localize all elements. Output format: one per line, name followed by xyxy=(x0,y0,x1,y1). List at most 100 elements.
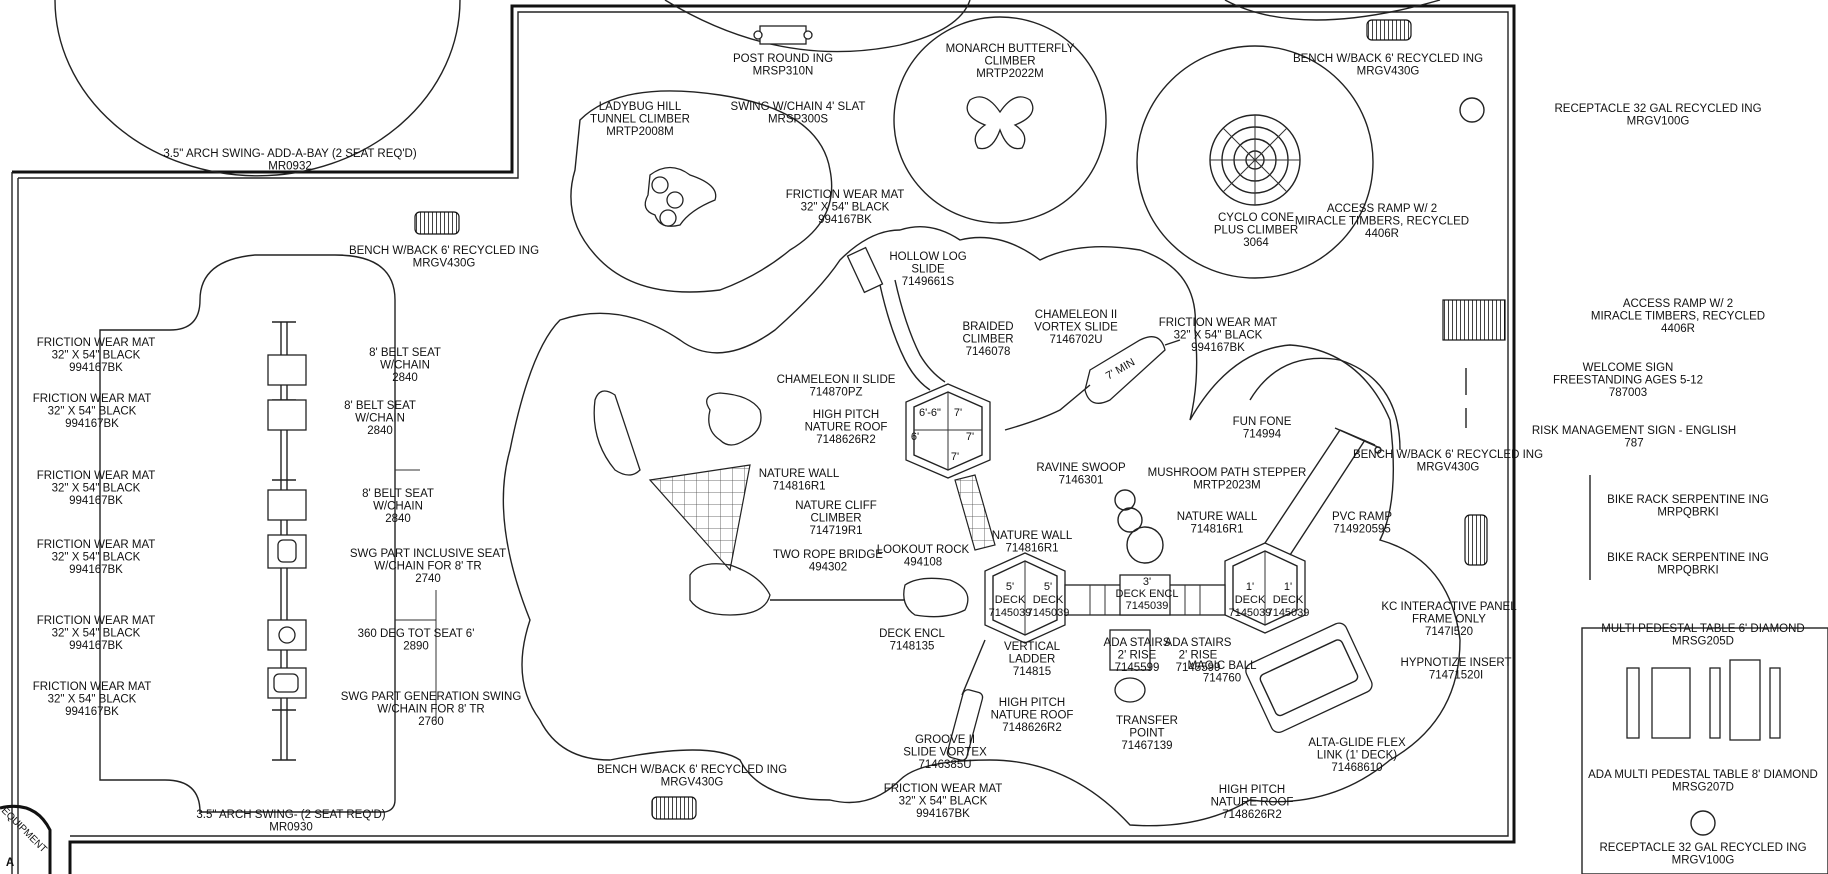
arch-swing-bay-line-1: MR0932 xyxy=(268,161,311,173)
ladybug-hill-zone xyxy=(570,90,833,293)
groove-line-0: GROOVE II xyxy=(915,734,975,746)
cyclo-cone-icon xyxy=(1209,114,1301,206)
top-partial-zone xyxy=(664,0,971,53)
deck-6ft-tag-b: 7' xyxy=(954,407,962,419)
chameleon-vortex-line-1: VORTEX SLIDE xyxy=(1034,322,1118,334)
kc-panel-line-0: KC INTERACTIVE PANEL xyxy=(1381,601,1517,613)
chameleon-slide-line-1: 714870PZ xyxy=(809,387,862,399)
nature-cliff-line-1: CLIMBER xyxy=(810,513,861,525)
bench-bottom-line-1: MRGV430G xyxy=(661,777,724,789)
monarch-line-2: MRTP2022M xyxy=(976,68,1044,80)
ladybug-hill-climber-icon xyxy=(644,166,717,227)
arch-swing-label: 3.5" ARCH SWING- (2 SEAT REQ'D)MR0930 xyxy=(196,809,385,834)
cyclo-cone-line-1: PLUS CLIMBER xyxy=(1214,225,1298,237)
pvc-ramp-line-0: PVC RAMP xyxy=(1332,511,1392,523)
ravine-line-0: RAVINE SWOOP xyxy=(1036,462,1126,474)
arch-swing-line-1: MR0930 xyxy=(269,822,312,834)
mushroom-stepper-icon xyxy=(1114,489,1164,564)
swing-frame xyxy=(267,321,437,761)
seal-text: EQUIPMENT xyxy=(0,805,49,855)
fun-fone-icon xyxy=(1334,427,1382,454)
lookout-rock-line-1: 494108 xyxy=(904,557,942,569)
hypnotize-line-0: HYPNOTIZE INSERT xyxy=(1401,657,1512,669)
deck-1ft-b-code: 7145039 xyxy=(1267,607,1310,619)
ada-stairs-1-line-0: ADA STAIRS xyxy=(1104,637,1171,649)
mat-l4-line-0: FRICTION WEAR MAT xyxy=(37,539,156,551)
bench-top-right-line-1: MRGV430G xyxy=(1357,66,1420,78)
post-round-line-1: MRSP310N xyxy=(753,66,814,78)
cyclo-cone-zone xyxy=(1136,45,1374,279)
tot-seat-line-0: 360 DEG TOT SEAT 6' xyxy=(358,628,475,640)
high-pitch-2-line-0: HIGH PITCH xyxy=(999,697,1065,709)
mat-l4-line-1: 32" X 54" BLACK xyxy=(52,552,141,564)
bench-bottom xyxy=(651,796,697,820)
monarch-line-0: MONARCH BUTTERFLY xyxy=(946,43,1075,55)
swing-area-zone xyxy=(99,254,396,813)
two-rope-line-1: 494302 xyxy=(809,562,847,574)
bench-right-line-0: BENCH W/BACK 6' RECYCLED ING xyxy=(1353,449,1543,461)
mat-l3-line-2: 994167BK xyxy=(69,495,123,507)
bike-rack-2-line-1: MRPQBRKI xyxy=(1657,565,1718,577)
magic-ball-line-0: MAGIC BALL xyxy=(1187,660,1257,672)
alta-glide-line-1: LINK (1' DECK) xyxy=(1317,750,1397,762)
mat-l3-line-1: 32" X 54" BLACK xyxy=(52,483,141,495)
deck-tags: 6'-6" 7' 6' 7' 7' 5' DECK 7145039 5' DEC… xyxy=(911,356,1310,619)
pvc-ramp-zone xyxy=(1249,357,1401,451)
mat-top-line-2: 994167BK xyxy=(818,214,872,226)
ada-multi-table-line-0: ADA MULTI PEDESTAL TABLE 8' DIAMOND xyxy=(1588,769,1818,781)
braided-line-2: 7146078 xyxy=(966,346,1011,358)
deck-3ft-label: DECK ENCL xyxy=(1116,588,1179,600)
access-ramp-2-line-2: 4406R xyxy=(1661,323,1695,335)
nature-cliff-line-0: NATURE CLIFF xyxy=(795,500,877,512)
mat-l3-line-0: FRICTION WEAR MAT xyxy=(37,470,156,482)
deck-hex-1ft xyxy=(1224,542,1306,634)
bench-left-line-1: MRGV430G xyxy=(413,258,476,270)
ada-stairs-2-line-1: 2' RISE xyxy=(1179,650,1218,662)
ada-stairs-1-line-2: 7145599 xyxy=(1115,662,1160,674)
alta-glide-line-0: ALTA-GLIDE FLEX xyxy=(1308,737,1406,749)
deck-5ft-a-label: DECK xyxy=(995,594,1026,606)
site-boundary xyxy=(11,4,1516,874)
high-pitch-3-line-2: 7148626R2 xyxy=(1222,809,1281,821)
belt-1-line-1: W/CHAIN xyxy=(380,360,430,372)
pvc-ramp-line-1: 714920595 xyxy=(1333,524,1391,536)
chameleon-slide-line-0: CHAMELEON II SLIDE xyxy=(777,374,896,386)
bench-top-right-line-0: BENCH W/BACK 6' RECYCLED ING xyxy=(1293,53,1483,65)
bench-top xyxy=(1366,19,1412,41)
seal-mark: EQUIPMENT A xyxy=(0,804,52,874)
nature-wall-2-line-1: 714816R1 xyxy=(1190,524,1243,536)
deck-6ft-tag-a: 6'-6" xyxy=(919,407,941,419)
table-box xyxy=(1581,627,1828,874)
braided-line-1: CLIMBER xyxy=(962,334,1013,346)
two-rope-line-0: TWO ROPE BRIDGE xyxy=(773,549,883,561)
mat-l6-line-0: FRICTION WEAR MAT xyxy=(33,681,152,693)
bench-left xyxy=(414,211,460,235)
inclusive-seat-line-0: SWG PART INCLUSIVE SEAT xyxy=(350,548,506,560)
top-right-partial-zone xyxy=(1224,0,1441,21)
